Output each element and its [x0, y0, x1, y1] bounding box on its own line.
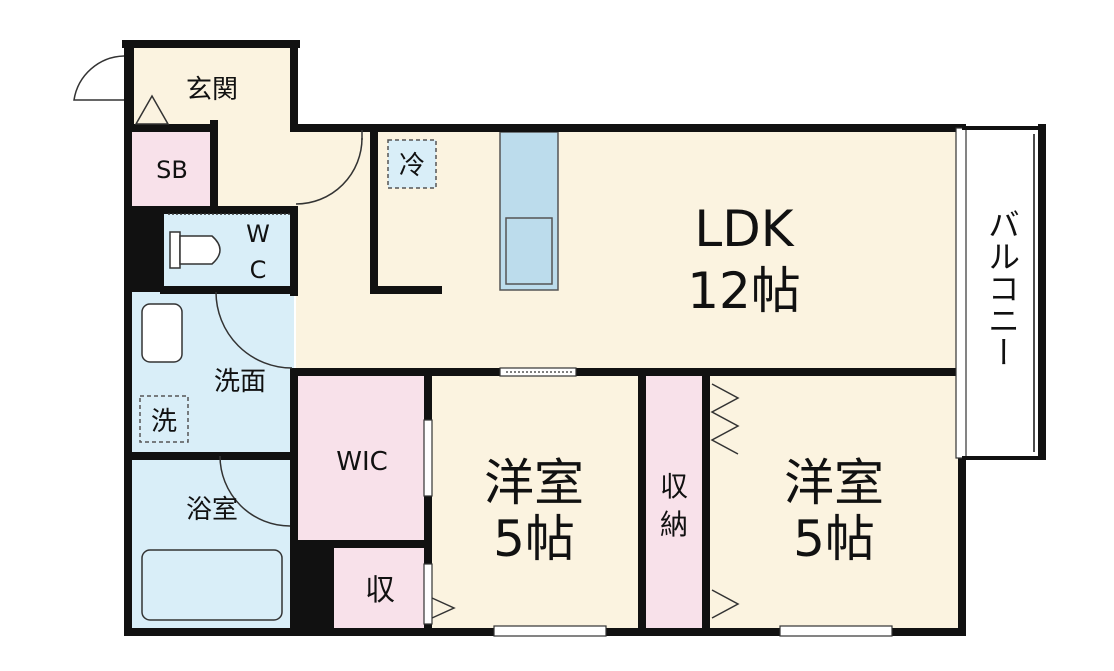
label-ldk-size: 12帖: [687, 262, 801, 320]
bedroom1-floor: [430, 376, 640, 628]
windows: [493, 127, 967, 637]
balcony-railing: [962, 124, 1046, 460]
label-balcony: バルコニー: [983, 208, 1021, 368]
bathtub: [141, 549, 283, 621]
wic-floor: [296, 376, 426, 542]
door-swings: [73, 55, 363, 527]
closet-floor: [644, 376, 704, 628]
bedroom2-floor: [708, 376, 962, 628]
label-closet-2: 納: [660, 508, 688, 541]
label-bedroom2-name: 洋室: [784, 454, 884, 512]
label-entrance: 玄関: [186, 75, 238, 105]
label-washroom: 洗面: [214, 367, 266, 397]
folding-door-marks: [431, 383, 740, 619]
label-ldk-name: LDK: [694, 200, 794, 258]
label-washer: 洗: [151, 407, 177, 437]
label-wic: WIC: [336, 447, 388, 477]
wall-block-2: [294, 544, 330, 632]
washbasin: [141, 303, 183, 363]
label-bedroom2-size: 5帖: [793, 510, 875, 568]
storage-door-gap: [423, 563, 433, 625]
wall-block-1: [124, 210, 164, 292]
fridge-box: [387, 139, 437, 189]
entrance-floor: [130, 44, 294, 128]
small-storage-floor: [330, 546, 426, 628]
shoe-box-floor: [132, 128, 214, 210]
toilet-tank: [169, 231, 181, 269]
label-toilet-w: W: [246, 220, 270, 248]
label-toilet-c: C: [250, 256, 267, 284]
washer-box: [139, 395, 189, 443]
wall-block-3: [124, 44, 134, 128]
balcony-area: [962, 128, 1042, 458]
kitchen-sink: [505, 217, 553, 285]
label-bedroom1-name: 洋室: [484, 454, 584, 512]
label-shoe-box: SB: [156, 156, 188, 184]
entrance-step-mark: [134, 94, 170, 125]
label-bedroom1-size: 5帖: [493, 510, 575, 568]
label-closet-1: 収: [660, 470, 688, 503]
label-bathroom: 浴室: [186, 495, 238, 525]
wic-door-gap: [423, 419, 433, 497]
toilet-bowl: [179, 235, 221, 265]
label-fridge: 冷: [399, 151, 425, 181]
label-small-storage: 収: [365, 573, 395, 608]
hall-floor: [214, 128, 296, 210]
